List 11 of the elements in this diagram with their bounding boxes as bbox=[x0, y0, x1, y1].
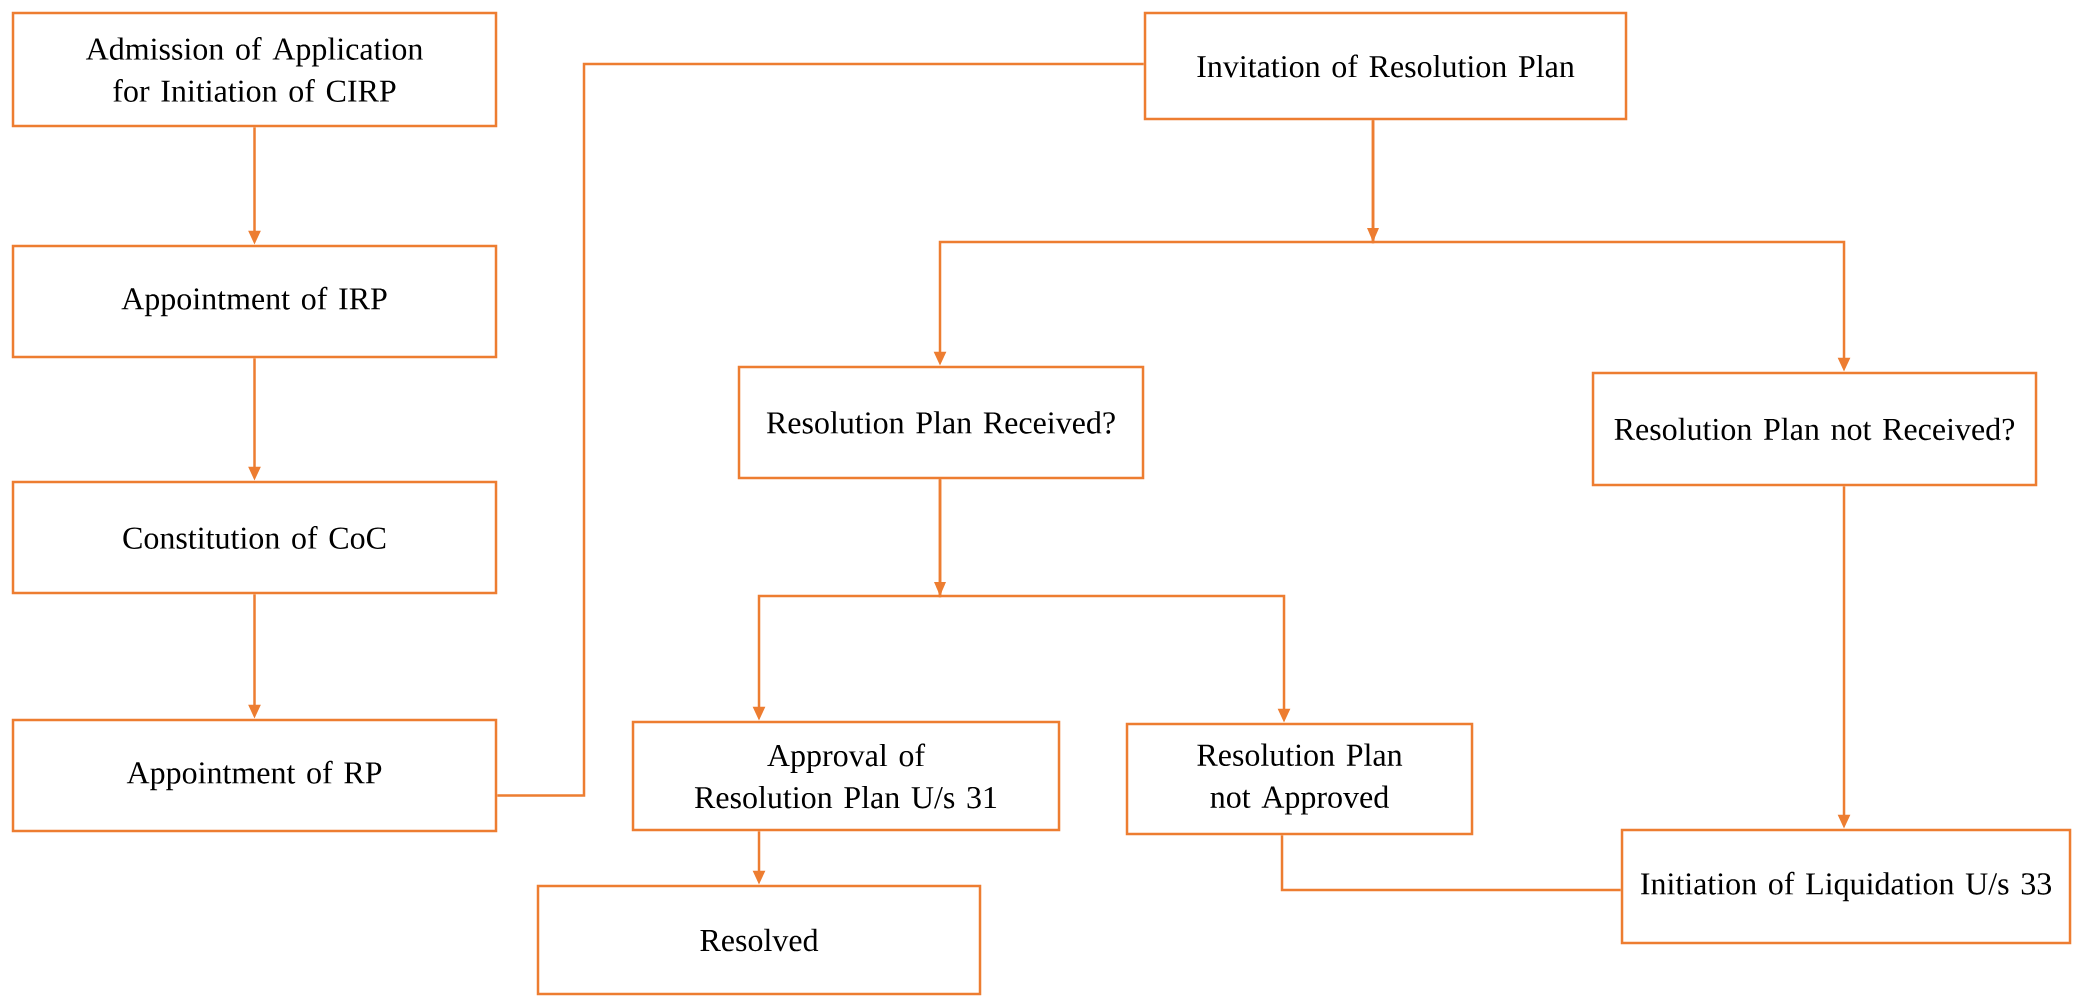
process-box: Admission of Application for Initiation of CIRP bbox=[11, 11, 498, 128]
process-box: Invitation of Resolution Plan bbox=[1143, 11, 1628, 121]
process-box: Initiation of Liquidation U/s 33 bbox=[1620, 828, 2072, 945]
process-box: Resolved bbox=[536, 884, 982, 996]
process-box: Resolution Plan Received? bbox=[737, 365, 1145, 480]
process-box: Constitution of CoC bbox=[11, 480, 498, 595]
process-box: Resolution Plan not Approved bbox=[1125, 722, 1474, 836]
process-box: Appointment of RP bbox=[11, 718, 498, 833]
process-box: Approval of Resolution Plan U/s 31 bbox=[631, 720, 1061, 832]
process-box: Appointment of IRP bbox=[11, 244, 498, 359]
process-box: Resolution Plan not Received? bbox=[1591, 371, 2038, 487]
